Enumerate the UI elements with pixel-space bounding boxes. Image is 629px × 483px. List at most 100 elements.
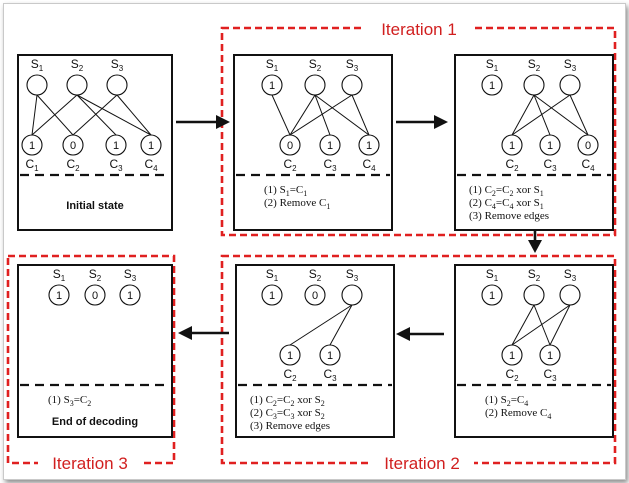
node-label-s1: S1 <box>266 267 279 283</box>
node-value: 1 <box>148 140 154 152</box>
check-node-c2 <box>62 134 84 156</box>
step-text: (1) C2=C2 xor S2 <box>250 394 325 408</box>
node-value: 1 <box>366 140 372 152</box>
node-label-s1: S1 <box>486 267 499 283</box>
node-value: 0 <box>287 140 293 152</box>
check-node-c2 <box>279 134 301 156</box>
panel-caption: End of decoding <box>52 416 138 428</box>
step-text: (1) C2=C2 xor S1 <box>469 184 544 198</box>
step-text: (2) C4=C4 xor S1 <box>469 197 544 211</box>
arrow-iter2-b-to-a <box>396 327 444 341</box>
edge <box>511 94 571 136</box>
edge <box>314 94 331 136</box>
node-label-s1: S1 <box>31 57 44 73</box>
panel-box <box>454 264 614 438</box>
panel-caption: Initial state <box>66 200 123 212</box>
node-label-c4: C4 <box>362 157 376 173</box>
check-node-c2 <box>501 344 523 366</box>
node-value: 1 <box>327 350 333 362</box>
variable-node-s3 <box>119 284 141 306</box>
node-label-c3: C3 <box>543 367 557 383</box>
check-node-c4 <box>577 134 599 156</box>
iteration-2-label: Iteration 2 <box>384 454 460 473</box>
edge <box>289 94 316 136</box>
variable-node-s3 <box>341 74 363 96</box>
node-label-c2: C2 <box>505 157 519 173</box>
label-bg-3 <box>38 452 142 474</box>
check-node-c1 <box>21 134 43 156</box>
node-value: 1 <box>489 80 495 92</box>
variable-node-s3 <box>559 284 581 306</box>
node-value: 1 <box>113 140 119 152</box>
edge <box>511 304 571 346</box>
variable-node-s2 <box>304 284 326 306</box>
variable-node-s1 <box>481 284 503 306</box>
node-value: 1 <box>269 80 275 92</box>
panel-box <box>17 264 173 438</box>
edge <box>31 94 78 136</box>
variable-node-s2 <box>66 74 88 96</box>
edge <box>31 94 38 136</box>
node-value: 0 <box>92 290 98 302</box>
edge <box>511 304 535 346</box>
node-value: 1 <box>547 140 553 152</box>
label-bg-1 <box>365 18 473 40</box>
variable-node-s1 <box>261 284 283 306</box>
edge <box>351 94 370 136</box>
step-text: (2) Remove C1 <box>264 197 330 211</box>
arrow-iter2-to-iter3 <box>178 326 229 340</box>
step-text: (3) Remove edges <box>469 210 549 222</box>
edge <box>569 94 589 136</box>
check-node-c3 <box>539 344 561 366</box>
node-value: 1 <box>287 350 293 362</box>
edge <box>271 94 291 136</box>
node-label-s2: S2 <box>71 57 84 73</box>
variable-node-s3 <box>341 284 363 306</box>
node-label-c4: C4 <box>581 157 595 173</box>
iteration-1-label: Iteration 1 <box>381 20 457 39</box>
label-bg-2 <box>370 452 474 474</box>
edge <box>289 94 353 136</box>
node-label-s3: S3 <box>346 57 359 73</box>
node-label-c3: C3 <box>323 367 337 383</box>
check-node-c2 <box>279 344 301 366</box>
node-value: 1 <box>56 290 62 302</box>
check-node-c3 <box>105 134 127 156</box>
step-text: (1) S1=C1 <box>264 184 307 198</box>
node-label-c3: C3 <box>323 157 337 173</box>
node-label-c1: C1 <box>25 157 39 173</box>
edge <box>76 94 117 136</box>
step-text: (1) S2=C4 <box>485 394 528 408</box>
edge <box>289 304 353 346</box>
node-label-s2: S2 <box>528 57 541 73</box>
node-label-s2: S2 <box>309 57 322 73</box>
edge <box>533 304 551 346</box>
variable-node-s2 <box>523 74 545 96</box>
node-label-s3: S3 <box>346 267 359 283</box>
node-value: 0 <box>585 140 591 152</box>
edge <box>116 94 152 136</box>
node-value: 1 <box>489 290 495 302</box>
node-label-s3: S3 <box>111 57 124 73</box>
arrow-initial-to-iter1 <box>176 115 230 129</box>
node-value: 1 <box>509 350 515 362</box>
variable-node-s3 <box>559 74 581 96</box>
check-node-c2 <box>501 134 523 156</box>
step-text: (3) Remove edges <box>250 420 330 432</box>
node-value: 0 <box>70 140 76 152</box>
edge <box>329 304 353 346</box>
node-label-s1: S1 <box>486 57 499 73</box>
edge <box>72 94 118 136</box>
edge <box>76 94 152 136</box>
node-value: 1 <box>127 290 133 302</box>
edge <box>314 94 370 136</box>
node-label-s2: S2 <box>528 267 541 283</box>
step-text: (2) C3=C3 xor S2 <box>250 407 325 421</box>
